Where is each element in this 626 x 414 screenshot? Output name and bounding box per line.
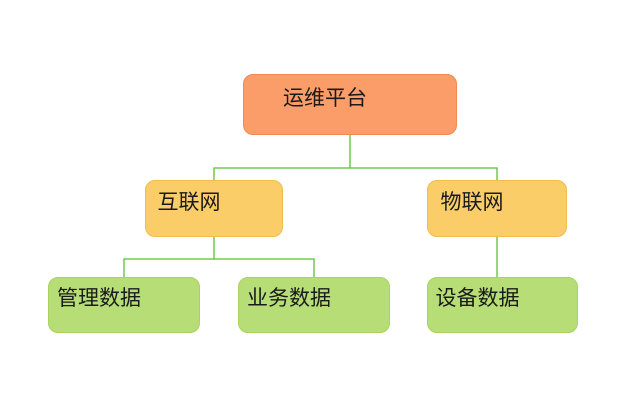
node-management-data[interactable]: 管理数据 <box>48 277 200 333</box>
node-ops-platform[interactable]: 运维平台 <box>243 74 457 135</box>
node-iot-label: 物联网 <box>440 190 504 214</box>
node-ops-platform-label: 运维平台 <box>283 86 367 110</box>
node-business-data-label: 业务数据 <box>247 287 331 310</box>
node-device-data-label: 设备数据 <box>435 287 520 310</box>
node-internet-label: 互联网 <box>157 190 221 214</box>
connector-root-children-bus <box>213 167 498 180</box>
connector-internet-children-bus <box>123 258 315 277</box>
node-internet[interactable]: 互联网 <box>145 180 283 237</box>
node-device-data[interactable]: 设备数据 <box>427 277 578 333</box>
node-business-data[interactable]: 业务数据 <box>238 277 390 333</box>
node-management-data-label: 管理数据 <box>57 287 141 310</box>
node-iot[interactable]: 物联网 <box>427 180 567 237</box>
